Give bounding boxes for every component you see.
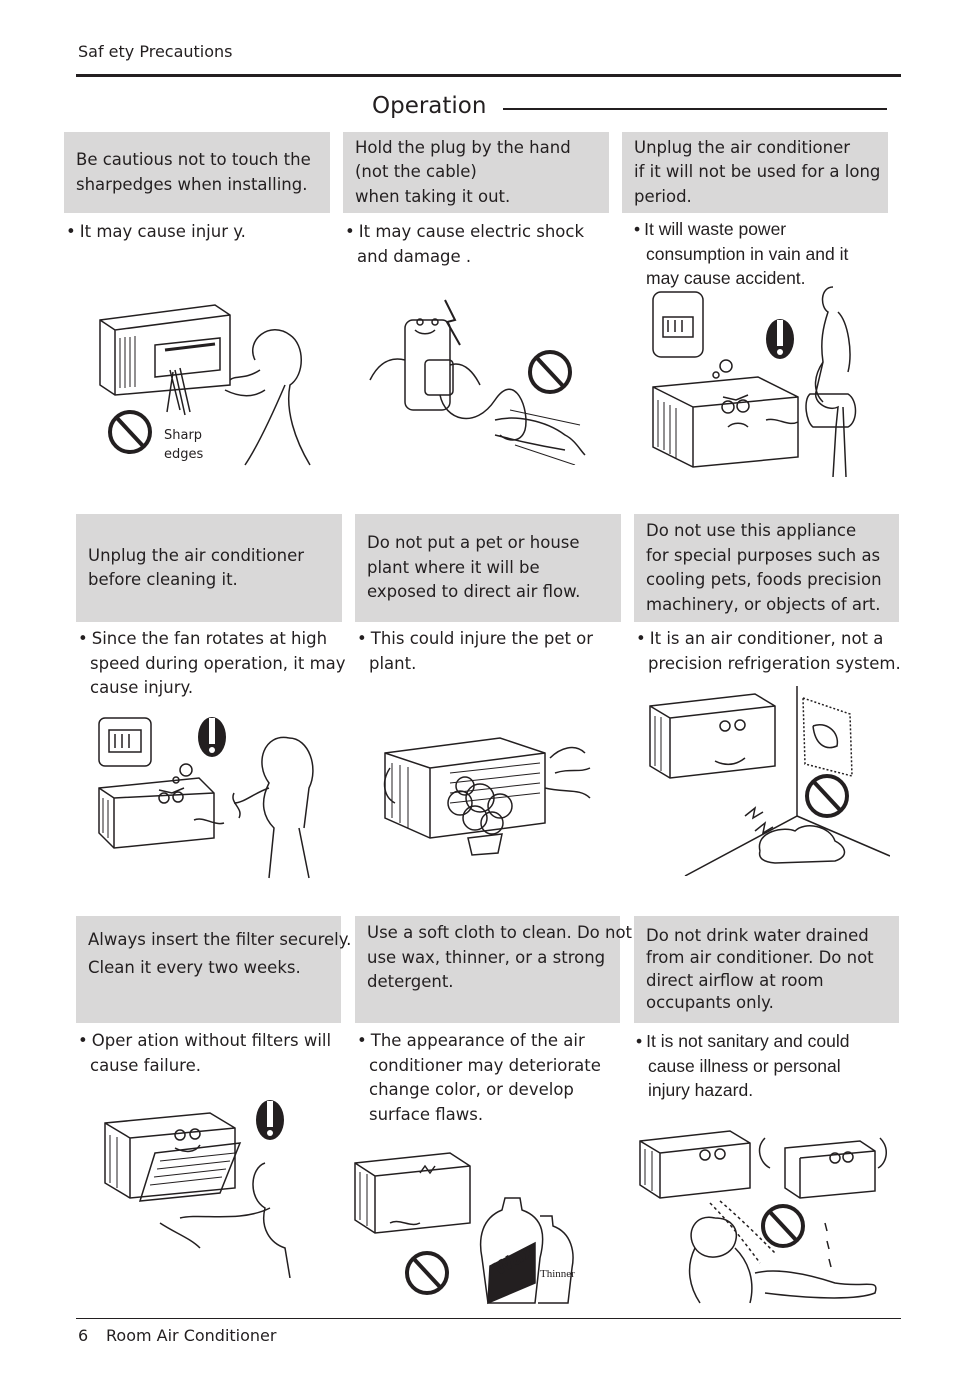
bullet-line: consumption in vain and it xyxy=(646,243,849,264)
bullet-waste-power: It will waste power consumption in vain … xyxy=(634,217,848,291)
illustration-filter xyxy=(100,1093,305,1278)
bullet-pet-injury: This could injure the pet or plant. xyxy=(357,627,593,676)
illustration-pet-plant xyxy=(380,728,595,856)
illustration-wax-thinner xyxy=(350,1148,580,1310)
box-line: from air conditioner. Do not xyxy=(646,948,874,967)
caution-box-unplug-cleaning: Unplug the air conditioner before cleani… xyxy=(76,514,342,622)
box-line: use wax, thinner, or a strong xyxy=(367,947,606,967)
illustration-sharp-edges xyxy=(95,300,320,470)
footer-page-number: 6 xyxy=(78,1326,89,1345)
bullet-injury: It may cause injur y. xyxy=(66,220,246,245)
box-line: Be cautious not to touch the xyxy=(76,150,311,169)
bullet-line: Since the fan rotates at high xyxy=(78,627,346,652)
box-line: machinery, or objects of art. xyxy=(646,594,881,614)
box-line: Always insert the filter securely. xyxy=(88,930,352,949)
caution-box-unplug-long: Unplug the air conditioner if it will no… xyxy=(622,132,888,213)
caution-box-special-purpose: Do not use this appliance for special pu… xyxy=(634,514,899,622)
caution-box-drain-water: Do not drink water drained from air cond… xyxy=(634,916,899,1023)
header-rule xyxy=(76,74,901,77)
bullet-line: cause failure. xyxy=(90,1055,201,1075)
box-line: (not the cable) xyxy=(355,162,477,182)
box-line: when taking it out. xyxy=(355,186,511,206)
caution-box-pet-plant: Do not put a pet or house plant where it… xyxy=(355,514,621,622)
bullet-line: conditioner may deteriorate xyxy=(369,1055,601,1075)
box-line: occupants only. xyxy=(646,993,774,1012)
bullet-line: It is not sanitary and could xyxy=(636,1029,849,1054)
bullet-line: and damage . xyxy=(357,246,472,266)
bullet-line: It is an air conditioner, not a xyxy=(636,627,901,652)
bullet-line: cause injury. xyxy=(90,678,194,697)
bullet-line: may cause accident. xyxy=(646,268,806,288)
caution-box-soft-cloth: Use a soft cloth to clean. Do not use wa… xyxy=(355,916,633,1023)
bullet-line: precision refrigeration system. xyxy=(648,653,901,673)
label-edges: edges xyxy=(164,447,204,462)
caution-box-sharp-edges: Be cautious not to touch the sharpedges … xyxy=(64,132,330,213)
box-line: plant where it will be xyxy=(367,557,540,577)
box-line: direct airflow at room xyxy=(646,970,824,990)
box-line: if it will not be used for a long xyxy=(634,162,881,182)
bullet-line: Oper ation without filters will xyxy=(78,1029,331,1054)
bullet-line: surface flaws. xyxy=(369,1104,484,1124)
illustration-special-purpose xyxy=(645,686,890,876)
bullet-not-refrigeration: It is an air conditioner, not a precisio… xyxy=(636,627,901,676)
bullet-line: It may cause injur y. xyxy=(66,220,246,245)
illustration-unplug-cleaning xyxy=(94,708,324,880)
caution-box-plug: Hold the plug by the hand (not the cable… xyxy=(343,132,609,213)
box-line: Clean it every two weeks. xyxy=(88,958,301,977)
box-line: exposed to direct air flow. xyxy=(367,582,581,602)
bullet-line: It may cause electric shock xyxy=(345,220,584,245)
illustration-plug xyxy=(365,290,590,465)
header-section-title: Saf ety Precautions xyxy=(78,42,233,61)
box-line: for special purposes such as xyxy=(646,545,881,565)
box-line: Unplug the air conditioner xyxy=(634,137,851,157)
bullet-fan-injury: Since the fan rotates at high speed duri… xyxy=(78,627,346,701)
bullet-line: This could injure the pet or xyxy=(357,627,593,652)
bullet-line: cause illness or personal xyxy=(648,1055,841,1076)
box-line: sharpedges when installing. xyxy=(76,174,308,194)
footer-title: Room Air Conditioner xyxy=(106,1326,277,1345)
operation-title: Operation xyxy=(372,93,487,119)
bullet-line: The appearance of the air xyxy=(357,1029,601,1054)
box-line: Unplug the air conditioner xyxy=(88,545,305,565)
box-line: period. xyxy=(634,186,692,206)
bullet-line: It will waste power xyxy=(634,217,848,242)
bullet-line: plant. xyxy=(369,653,417,673)
label-thinner: Thinner xyxy=(540,1268,575,1280)
box-line: detergent. xyxy=(367,972,454,991)
bullet-appearance: The appearance of the air conditioner ma… xyxy=(357,1029,601,1127)
illustration-drain-water xyxy=(635,1123,895,1308)
bullet-not-sanitary: It is not sanitary and could cause illne… xyxy=(636,1029,849,1103)
box-line: before cleaning it. xyxy=(88,570,238,589)
bullet-line: injury hazard. xyxy=(648,1080,754,1100)
bullet-line: speed during operation, it may xyxy=(90,653,346,673)
box-line: cooling pets, foods precision xyxy=(646,570,882,589)
box-line: Do not drink water drained xyxy=(646,925,869,945)
box-line: Do not put a pet or house xyxy=(367,533,580,553)
bullet-electric-shock: It may cause electric shock and damage . xyxy=(345,220,584,269)
operation-title-line xyxy=(503,108,887,110)
box-line: Use a soft cloth to clean. Do not xyxy=(367,923,633,942)
box-line: Hold the plug by the hand xyxy=(355,137,571,157)
box-line: Do not use this appliance xyxy=(646,521,857,540)
footer-rule xyxy=(76,1318,901,1319)
bullet-filter-failure: Oper ation without filters will cause fa… xyxy=(78,1029,331,1078)
label-sharp: Sharp xyxy=(164,428,203,443)
caution-box-filter: Always insert the filter securely. Clean… xyxy=(76,916,352,1023)
bullet-line: change color, or develop xyxy=(369,1080,574,1099)
illustration-unplug-long-period xyxy=(648,282,860,484)
